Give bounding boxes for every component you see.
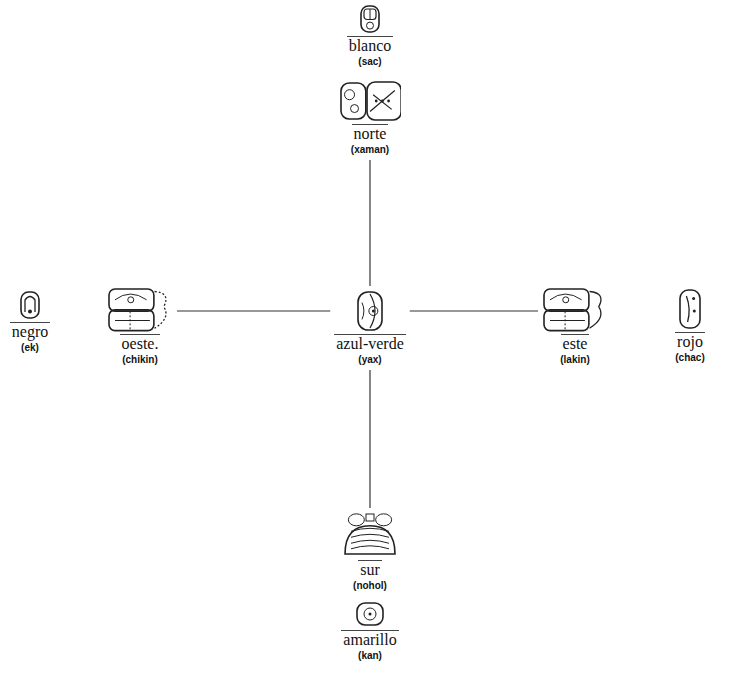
spanish-label: rojo (675, 332, 705, 350)
glyph-illustration (678, 288, 702, 330)
glyph-illustration (339, 80, 401, 122)
glyph-illustration (354, 600, 386, 628)
spanish-label: negro (10, 322, 50, 340)
glyph-illustration (356, 290, 384, 332)
maya-term: (chac) (675, 351, 704, 364)
direction-group: este(lakin) (542, 286, 608, 366)
direction-group: negro(ek) (10, 290, 50, 354)
direction-group: sur(nohol) (339, 512, 401, 592)
spanish-label: este (561, 334, 590, 352)
direction-group: oeste.(chikin) (107, 286, 173, 366)
spanish-label: blanco (347, 36, 394, 54)
glyph-illustration (542, 286, 608, 332)
spanish-label: oeste. (120, 334, 161, 352)
spanish-label: norte (352, 124, 389, 142)
direction-group: norte(xaman) (339, 80, 401, 156)
direction-group: blanco(sac) (347, 4, 394, 68)
maya-term: (lakin) (560, 353, 589, 366)
spanish-label: amarillo (341, 630, 398, 648)
glyph-illustration (359, 4, 381, 34)
connector-line (177, 310, 330, 311)
direction-group: rojo(chac) (675, 288, 705, 364)
maya-term: (chikin) (122, 353, 158, 366)
glyph-illustration (107, 286, 173, 332)
glyph-illustration (339, 512, 401, 558)
maya-term: (xaman) (351, 143, 389, 156)
connector-line (369, 160, 370, 286)
maya-term: (yax) (358, 353, 381, 366)
connector-line (369, 370, 370, 508)
maya-term: (sac) (358, 55, 381, 68)
connector-line (410, 310, 538, 311)
direction-group: azul-verde(yax) (334, 290, 406, 366)
maya-term: (kan) (358, 649, 382, 662)
spanish-label: azul-verde (334, 334, 406, 352)
direction-group: amarillo(kan) (341, 600, 398, 662)
maya-term: (ek) (21, 341, 39, 354)
glyph-illustration (19, 290, 41, 320)
maya-term: (nohol) (353, 579, 387, 592)
spanish-label: sur (358, 560, 382, 578)
